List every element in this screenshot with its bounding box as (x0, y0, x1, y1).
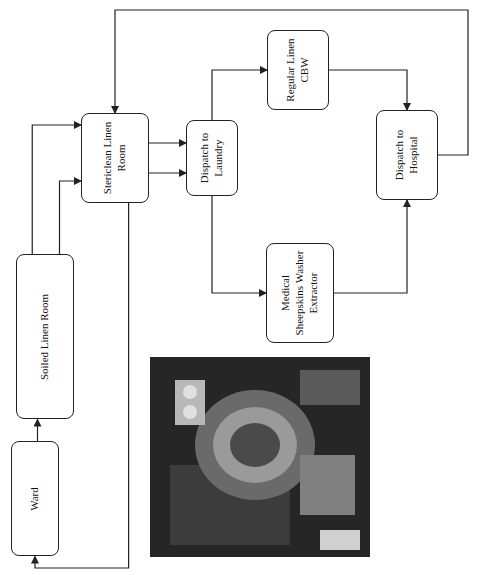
process-box: Soiled Linen Room (16, 255, 74, 420)
process-box: Ward (11, 442, 59, 557)
box-label: Ward (28, 487, 42, 511)
flow-arrow (149, 172, 186, 173)
flow-arrow (37, 420, 38, 442)
box-label: Dispatch to Hospital (393, 117, 421, 193)
flow-arrow (329, 70, 407, 110)
process-box: Dispatch to Hospital (376, 110, 438, 200)
box-label: Regular Linen CBW (284, 37, 312, 103)
process-box: Regular Linen CBW (267, 30, 329, 110)
process-box: Medical Sheepskins Washer Extractor (266, 243, 334, 343)
flow-arrow (60, 181, 82, 255)
process-box: Stericlean Linen Room (81, 113, 149, 203)
box-label: Soiled Linen Room (38, 294, 52, 380)
flow-arrow (212, 196, 266, 293)
box-label: Dispatch to Laundry (198, 127, 226, 189)
flow-arrow (212, 70, 267, 120)
process-box: Dispatch to Laundry (186, 120, 238, 196)
flow-arrow (32, 125, 81, 255)
flow-arrow (149, 142, 186, 143)
flow-arrow (334, 200, 407, 293)
box-label: Stericlean Linen Room (101, 120, 129, 196)
box-label: Medical Sheepskins Washer Extractor (279, 250, 320, 336)
